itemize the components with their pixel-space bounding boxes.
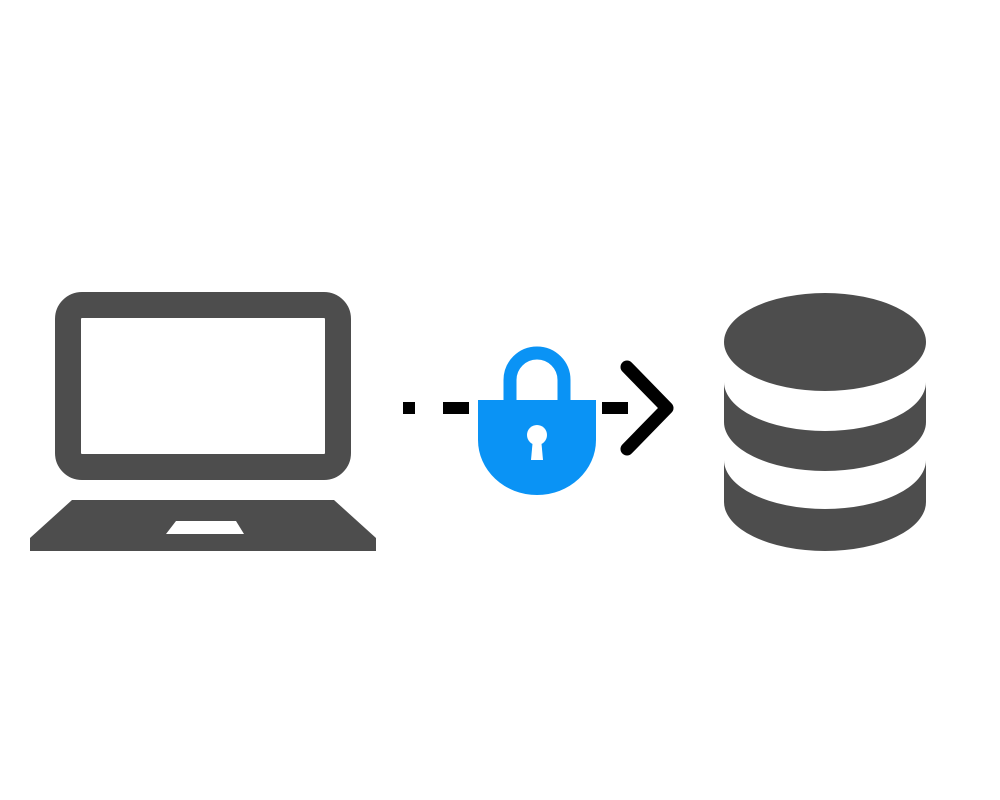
connection-dash: [602, 402, 628, 414]
padlock-shackle: [503, 346, 571, 400]
database-icon: [724, 293, 926, 551]
database-bottom-disk: [724, 460, 926, 551]
connection-dot: [403, 402, 415, 414]
keyhole-slot: [531, 438, 543, 460]
laptop-screen-frame: [55, 292, 351, 480]
connection-dash: [443, 402, 469, 414]
database-middle-disk: [724, 382, 926, 471]
database-top-disk: [724, 293, 926, 391]
connection-line: [403, 402, 628, 414]
laptop-icon: [30, 292, 376, 551]
padlock-icon: [478, 346, 596, 495]
arrow-head-icon: [620, 360, 674, 456]
keyhole: [527, 425, 547, 445]
laptop-touchpad: [166, 521, 244, 534]
